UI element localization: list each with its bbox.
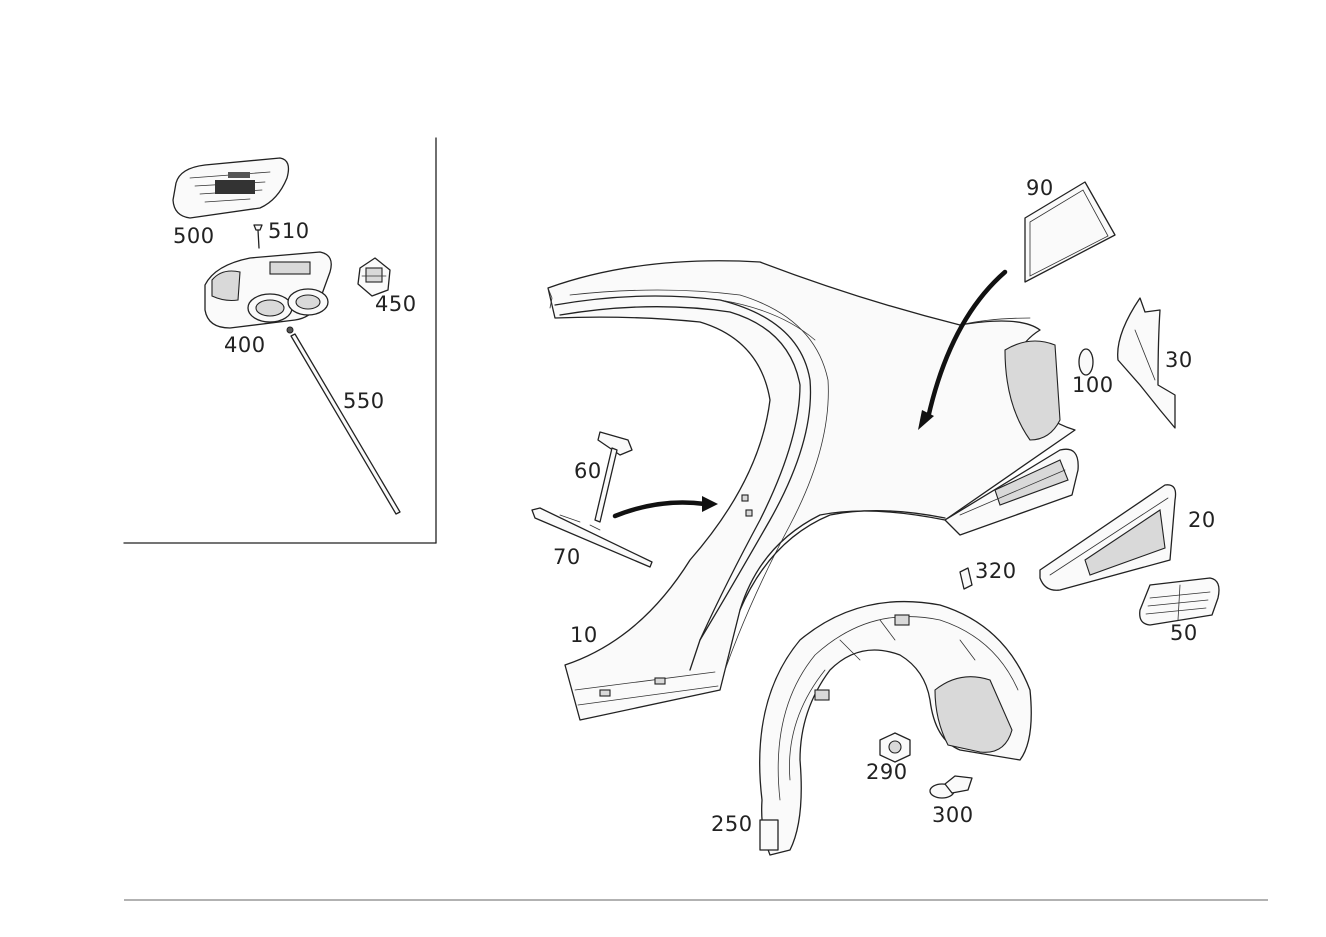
- direction-arrow-lower: [612, 496, 718, 519]
- part-510-screw: [253, 224, 263, 249]
- part-90-trim: [1024, 181, 1116, 283]
- inset-frame: [123, 137, 437, 544]
- label-10: 10: [570, 623, 598, 647]
- label-320: 320: [975, 559, 1017, 583]
- label-50: 50: [1170, 621, 1198, 645]
- label-90: 90: [1026, 176, 1054, 200]
- part-320-clip: [959, 567, 973, 590]
- part-20-inner-panel: [1039, 484, 1177, 591]
- label-550: 550: [343, 389, 385, 413]
- label-300: 300: [932, 803, 974, 827]
- label-60: 60: [574, 459, 602, 483]
- label-250: 250: [711, 812, 753, 836]
- part-290-nut: [879, 732, 911, 763]
- part-250-liner: [759, 600, 1032, 856]
- part-30-bracket: [1117, 297, 1176, 429]
- part-450-actuator: [357, 257, 391, 297]
- part-500-fuel-label: [172, 157, 290, 219]
- label-400: 400: [224, 333, 266, 357]
- label-30: 30: [1165, 348, 1193, 372]
- direction-arrow-upper: [918, 269, 1008, 430]
- label-500: 500: [173, 224, 215, 248]
- label-70: 70: [553, 545, 581, 569]
- label-100: 100: [1072, 373, 1114, 397]
- part-50-vent: [1139, 577, 1220, 626]
- part-100-grommet: [1078, 348, 1094, 376]
- part-60-strip: [594, 431, 633, 523]
- part-550-rod: [290, 333, 401, 515]
- label-510: 510: [268, 219, 310, 243]
- part-400-filler-housing: [204, 251, 332, 334]
- label-450: 450: [375, 292, 417, 316]
- part-300-clip: [929, 775, 973, 799]
- part-10-side-wall: [547, 260, 1076, 721]
- part-10-inner-bracket: [944, 448, 1079, 536]
- label-20: 20: [1188, 508, 1216, 532]
- part-70-seal: [531, 507, 653, 568]
- label-290: 290: [866, 760, 908, 784]
